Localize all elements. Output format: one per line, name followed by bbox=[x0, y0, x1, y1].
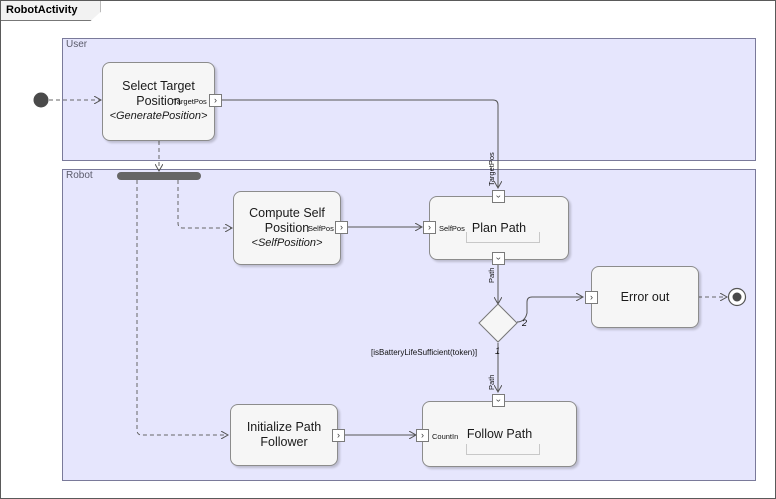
pin-chevron-right-icon: › bbox=[590, 292, 593, 302]
pin-countin-input[interactable]: › bbox=[416, 429, 429, 442]
decision-guard-label: [isBatteryLifeSufficient(token)] bbox=[371, 348, 478, 357]
action-select-target-line1: Select Target bbox=[122, 79, 195, 93]
pin-chevron-right-icon: › bbox=[340, 222, 343, 232]
fork-node bbox=[117, 172, 201, 180]
flow-targetpos bbox=[221, 99, 498, 188]
action-plan-path-label: Plan Path bbox=[471, 220, 527, 235]
action-compute-self-line2: Position bbox=[264, 220, 310, 235]
decision-node bbox=[478, 303, 518, 343]
action-init-follower-line2: Follower bbox=[260, 435, 308, 449]
action-compute-self-line1: Compute Self bbox=[249, 205, 325, 220]
pin-chevron-right-icon: › bbox=[428, 222, 431, 232]
action-init-follower-line1: Initialize Path bbox=[246, 420, 322, 434]
action-follow-path-label: Follow Path bbox=[466, 426, 533, 441]
decision-priority-2: 2 bbox=[522, 318, 528, 328]
pin-label-targetpos-in: TargetPos bbox=[487, 152, 496, 186]
pin-chevron-down-icon: › bbox=[494, 257, 504, 260]
pin-error-input[interactable]: › bbox=[585, 291, 598, 304]
action-compute-self-position[interactable]: Compute Self Position <SelfPosition> bbox=[233, 191, 341, 265]
action-compute-self-behavior: <SelfPosition> bbox=[251, 236, 323, 249]
action-error-out-label: Error out bbox=[620, 289, 670, 304]
pin-label-path-out: Path bbox=[487, 267, 496, 283]
flow-fork-to-init bbox=[136, 180, 228, 435]
pin-chevron-right-icon: › bbox=[214, 95, 217, 105]
call-behavior-rake-icon bbox=[466, 444, 540, 455]
initial-node bbox=[33, 92, 49, 108]
action-select-target-line2: Position bbox=[136, 94, 181, 108]
pin-label-path-in: Path bbox=[487, 374, 496, 390]
action-select-target-behavior: <GeneratePosition> bbox=[109, 110, 208, 122]
pin-chevron-down-icon: › bbox=[494, 195, 504, 198]
decision-priority-1: 1 bbox=[495, 346, 501, 356]
action-plan-path[interactable]: Plan Path bbox=[429, 196, 569, 260]
pin-label-countin: CountIn bbox=[432, 432, 459, 441]
pin-label-targetpos-out: TargetPos bbox=[173, 97, 207, 106]
action-follow-path[interactable]: Follow Path bbox=[422, 401, 577, 467]
pin-init-follower-output[interactable]: › bbox=[332, 429, 345, 442]
pin-targetpos-input[interactable]: › bbox=[492, 190, 505, 203]
pin-chevron-right-icon: › bbox=[421, 430, 424, 440]
action-initialize-path-follower[interactable]: Initialize Path Follower bbox=[230, 404, 338, 466]
pin-label-selfpos-out: SelfPos bbox=[308, 224, 334, 233]
lane-robot-label: Robot bbox=[66, 170, 93, 181]
pin-chevron-down-icon: › bbox=[494, 399, 504, 402]
pin-chevron-right-icon: › bbox=[337, 430, 340, 440]
flow-decision-to-error bbox=[516, 297, 583, 323]
pin-targetpos-output[interactable]: › bbox=[209, 94, 222, 107]
pin-selfpos-input[interactable]: › bbox=[423, 221, 436, 234]
final-node-dot bbox=[732, 292, 742, 302]
pin-label-selfpos-in: SelfPos bbox=[439, 224, 465, 233]
call-behavior-rake-icon bbox=[466, 232, 540, 243]
lane-user-label: User bbox=[66, 39, 88, 50]
action-select-target-position[interactable]: Select Target Position <GeneratePosition… bbox=[102, 62, 215, 141]
flow-fork-to-compute bbox=[177, 180, 232, 228]
action-error-out[interactable]: Error out bbox=[591, 266, 699, 328]
pin-selfpos-output[interactable]: › bbox=[335, 221, 348, 234]
pin-path-input[interactable]: › bbox=[492, 394, 505, 407]
pin-path-output[interactable]: › bbox=[492, 252, 505, 265]
diagram-title: RobotActivity bbox=[1, 1, 101, 21]
